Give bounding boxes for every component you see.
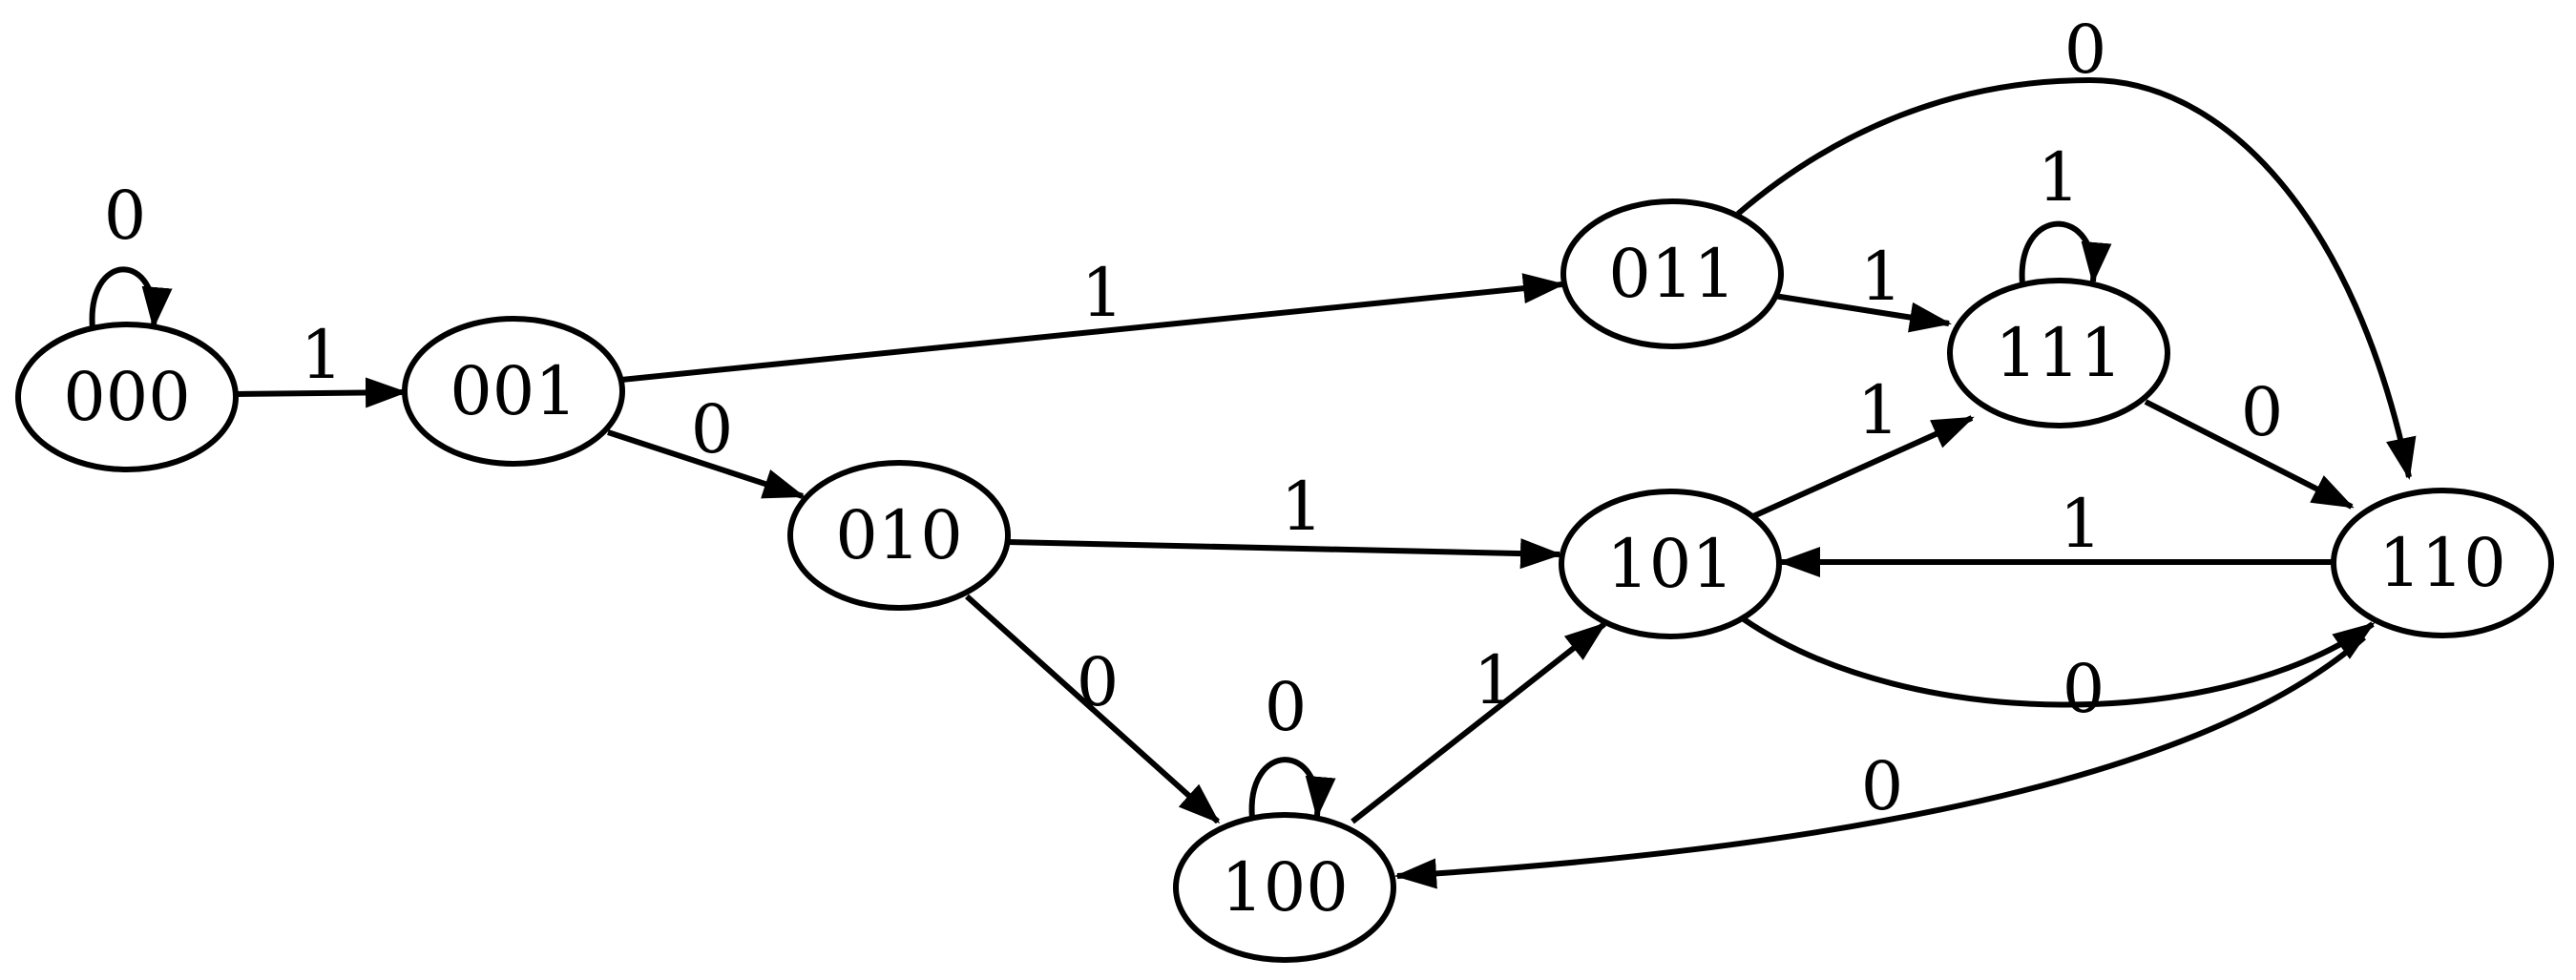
transition-101-to-110 xyxy=(1742,616,2376,708)
transition-011-to-111 xyxy=(1773,293,1952,333)
transition-001-to-010-label: 0 xyxy=(691,390,734,469)
transition-111-to-110 xyxy=(2144,399,2355,510)
transition-011-to-110-label: 0 xyxy=(2064,10,2107,89)
state-node-011: 011 xyxy=(1560,198,1784,349)
state-node-010: 010 xyxy=(787,460,1011,611)
state-ellipse-010 xyxy=(787,460,1011,611)
transition-100-to-100 xyxy=(1248,757,1336,820)
transitions-layer xyxy=(89,76,2417,889)
transition-111-to-111 xyxy=(2019,220,2112,285)
transition-000-to-000 xyxy=(89,266,173,330)
transition-100-to-101 xyxy=(1351,621,1607,824)
transition-001-to-011-label: 1 xyxy=(1081,254,1124,332)
state-ellipse-111 xyxy=(1947,278,2170,428)
transition-010-to-100-label: 0 xyxy=(1077,643,1120,721)
state-node-110: 110 xyxy=(2331,488,2554,638)
state-label-010: 010 xyxy=(835,496,963,574)
state-ellipse-101 xyxy=(1559,489,1782,639)
transition-111-to-111-label: 1 xyxy=(2038,138,2081,217)
state-ellipse-000 xyxy=(15,322,239,472)
transition-100-to-100-label: 0 xyxy=(1265,668,1308,746)
transition-110-to-101-label: 1 xyxy=(2060,485,2103,563)
transition-000-to-000-label: 0 xyxy=(104,177,147,255)
state-node-000: 000 xyxy=(15,322,239,472)
transition-101-to-111 xyxy=(1751,415,1975,519)
state-label-111: 111 xyxy=(1995,314,2123,392)
transition-010-to-101-label: 1 xyxy=(1281,468,1324,546)
state-ellipse-110 xyxy=(2331,488,2554,638)
transition-101-to-111-label: 1 xyxy=(1857,371,1900,449)
state-node-101: 101 xyxy=(1559,489,1782,639)
state-label-011: 011 xyxy=(1608,235,1736,313)
state-label-001: 001 xyxy=(450,352,577,430)
transition-011-to-110 xyxy=(1736,76,2417,480)
transition-110-to-100 xyxy=(1394,635,2366,889)
transition-101-to-110-label: 0 xyxy=(2063,650,2105,728)
transition-110-to-100-label: 0 xyxy=(1861,747,1904,825)
transition-011-to-111-label: 1 xyxy=(1860,238,1903,316)
transition-100-to-101-label: 1 xyxy=(1474,641,1517,719)
state-node-100: 100 xyxy=(1173,812,1396,963)
state-label-100: 100 xyxy=(1221,848,1349,927)
transition-010-to-100 xyxy=(964,594,1221,824)
state-ellipse-100 xyxy=(1173,812,1396,963)
state-label-000: 000 xyxy=(63,358,191,436)
transition-000-to-001 xyxy=(236,377,408,408)
state-node-111: 111 xyxy=(1947,278,2170,428)
transition-001-to-010 xyxy=(607,429,806,499)
transition-000-to-001-label: 1 xyxy=(301,316,344,394)
transition-111-to-110-label: 0 xyxy=(2241,373,2284,451)
state-node-001: 001 xyxy=(402,316,625,467)
state-label-110: 110 xyxy=(2378,524,2506,602)
state-ellipse-011 xyxy=(1560,198,1784,349)
state-label-101: 101 xyxy=(1606,525,1734,603)
transition-001-to-011 xyxy=(620,273,1565,383)
state-ellipse-001 xyxy=(402,316,625,467)
transition-010-to-101 xyxy=(1007,538,1562,570)
